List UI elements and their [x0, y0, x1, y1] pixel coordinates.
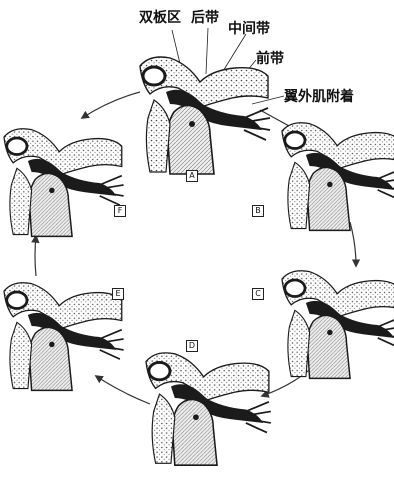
- arrow-e-to-f: [35, 236, 36, 276]
- stage-label-a: A: [186, 170, 198, 182]
- stage-label-b: B: [252, 205, 264, 217]
- label-intermediate-zone: 中间带: [228, 22, 270, 36]
- arrow-f-to-a: [82, 92, 140, 118]
- label-lateral-pterygoid-attachment: 翼外肌附着: [284, 90, 354, 104]
- stage-label-c: C: [252, 288, 264, 300]
- stage-label-e: E: [112, 288, 124, 300]
- joint-stage-d: [146, 353, 271, 465]
- label-bilaminar-zone: 双板区: [139, 11, 181, 25]
- arrow-d-to-e: [96, 376, 150, 404]
- joint-stage-f: [4, 129, 124, 237]
- joint-stage-c: [282, 271, 394, 379]
- stage-label-d: D: [186, 340, 198, 352]
- joint-stage-a: [140, 57, 270, 174]
- joint-stage-b: [282, 123, 394, 231]
- label-anterior-band: 前带: [256, 52, 284, 66]
- stage-label-f: F: [114, 205, 126, 217]
- arrow-b-to-c: [350, 222, 356, 266]
- joint-stage-e: [4, 283, 124, 391]
- label-posterior-band: 后带: [191, 11, 219, 25]
